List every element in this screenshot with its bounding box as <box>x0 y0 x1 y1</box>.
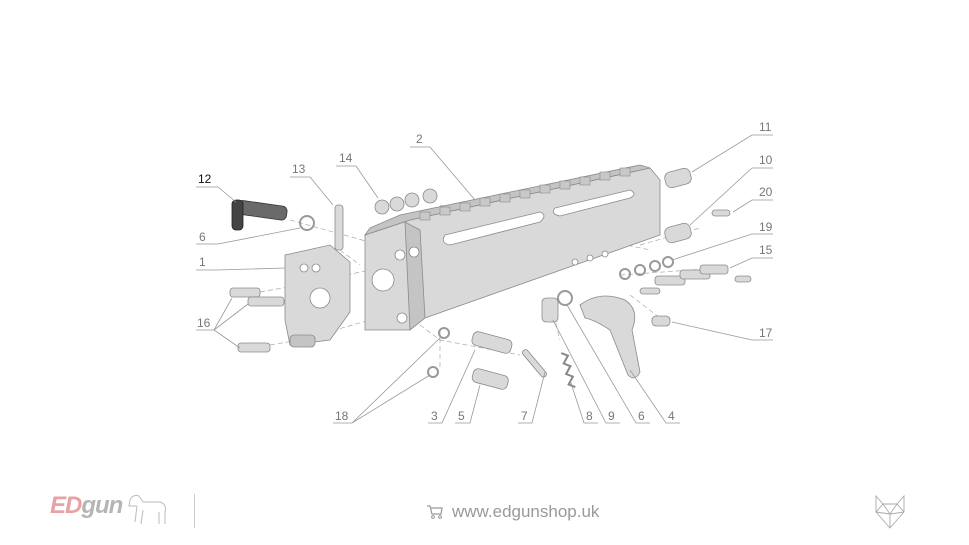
label-19: 19 <box>759 220 773 234</box>
leader-lines <box>196 134 773 424</box>
dog-icon <box>128 495 166 525</box>
part-18-washer <box>438 327 450 339</box>
label-18: 18 <box>335 409 349 423</box>
part-9 <box>541 297 559 323</box>
label-6: 6 <box>199 230 206 244</box>
part-16-screws <box>229 287 285 353</box>
shopping-cart-icon <box>427 505 443 519</box>
label-13: 13 <box>292 162 306 176</box>
exploded-parts-diagram: 12 13 14 2 11 10 20 19 15 17 6 1 16 18 3… <box>196 120 773 424</box>
label-17: 17 <box>759 326 773 340</box>
part-20-pin <box>711 209 731 217</box>
label-6b: 6 <box>638 409 645 423</box>
label-7: 7 <box>521 409 528 423</box>
label-9: 9 <box>608 409 615 423</box>
part-6-oring <box>299 215 315 231</box>
label-8: 8 <box>586 409 593 423</box>
part-15-screws <box>639 264 752 295</box>
part-5 <box>471 368 509 390</box>
part-19-washers <box>619 256 674 280</box>
part-18-washer <box>427 366 439 378</box>
edgun-logo: EDgun <box>50 492 123 519</box>
label-15: 15 <box>759 243 773 257</box>
label-4: 4 <box>668 409 675 423</box>
part-8-spring <box>560 352 576 389</box>
part-13-pin <box>334 204 344 251</box>
label-20: 20 <box>759 185 773 199</box>
part-10 <box>664 222 692 244</box>
label-1: 1 <box>199 255 206 269</box>
part-1-block <box>284 244 351 348</box>
shop-link[interactable]: www.edgunshop.uk <box>426 502 599 522</box>
label-10: 10 <box>759 153 773 167</box>
label-3: 3 <box>431 409 438 423</box>
label-5: 5 <box>458 409 465 423</box>
part-6-oring <box>557 290 573 306</box>
label-2: 2 <box>416 132 423 146</box>
part-labels: 12 13 14 2 11 10 20 19 15 17 6 1 16 18 3… <box>197 120 773 423</box>
label-14: 14 <box>339 151 353 165</box>
part-11 <box>664 167 692 189</box>
label-12: 12 <box>198 172 212 186</box>
part-14-nuts <box>374 188 438 215</box>
shop-url[interactable]: www.edgunshop.uk <box>452 502 600 521</box>
footer: EDgun www.edgunshop.uk <box>0 480 969 545</box>
divider <box>194 494 195 528</box>
part-17-screw <box>651 315 671 327</box>
part-12-safety-lever <box>231 199 288 231</box>
part-2-upper-body <box>363 164 661 331</box>
label-11: 11 <box>759 120 772 134</box>
part-7 <box>522 349 547 378</box>
label-16: 16 <box>197 316 211 330</box>
part-4-hammer <box>579 295 641 379</box>
part-3 <box>471 331 513 354</box>
fox-head-icon <box>875 494 905 529</box>
